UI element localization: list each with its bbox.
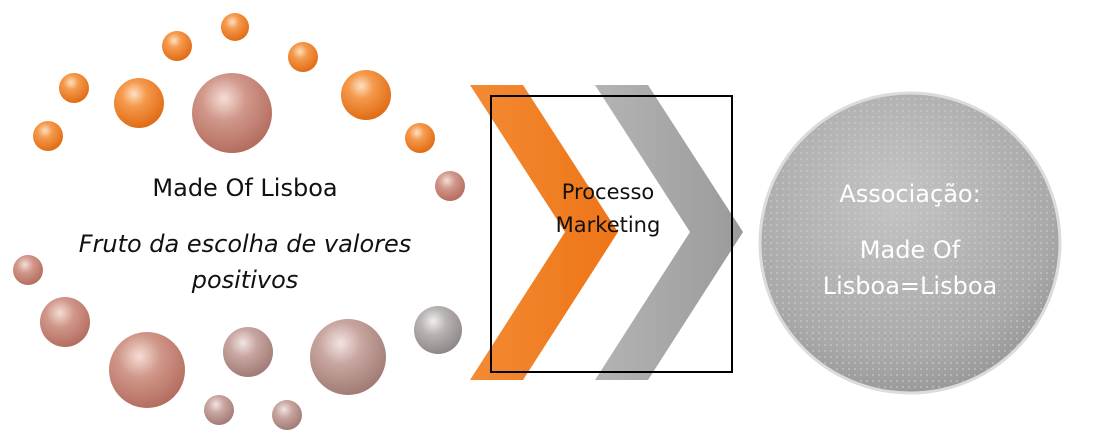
bubble [114,78,164,128]
grey-chevron [595,85,743,380]
bubble [341,70,391,120]
bubble [221,13,249,41]
bubble [109,332,185,408]
bubble [33,121,63,151]
bubble [13,255,43,285]
process-label: Processo Marketing [555,180,661,237]
brand-subtitle: Fruto da escolha de valores positivos [78,230,412,294]
bubble [162,31,192,61]
association-circle [758,91,1062,395]
bubble [405,123,435,153]
brand-title: Made Of Lisboa [152,174,338,202]
bubble [59,73,89,103]
association-title: Associação: [839,180,981,208]
bubble [310,319,386,395]
process-chevrons [470,85,743,380]
bubble [414,306,462,354]
bubble-ring [13,13,465,430]
bubble [288,42,318,72]
bubble [204,395,234,425]
process-frame [490,95,733,373]
bubble [223,327,273,377]
orange-chevron [470,85,618,380]
bubble [435,171,465,201]
association-value: Made Of Lisboa=Lisboa [822,236,998,300]
bubble [40,297,90,347]
bubble [192,73,272,153]
bubble [272,400,302,430]
